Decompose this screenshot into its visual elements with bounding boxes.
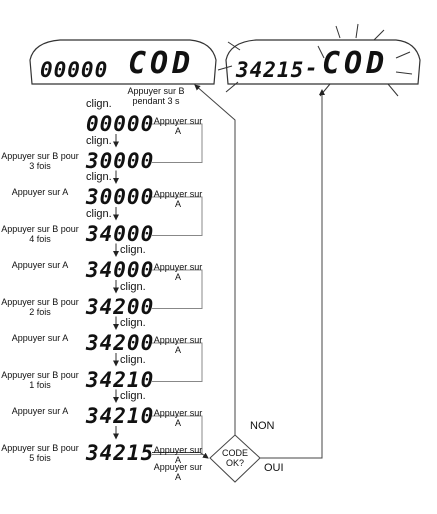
right-step-label: Appuyer sur A <box>153 262 203 282</box>
decision-line2: OK? <box>225 458 244 468</box>
loop-bracket <box>152 123 203 163</box>
clign-label: clign. <box>120 317 146 329</box>
decision-text: CODE OK? <box>215 448 255 468</box>
answer-yes: OUI <box>264 462 284 474</box>
clign-label: clign. <box>120 244 146 256</box>
row-display: 34000 <box>86 258 155 282</box>
row-display: 00000 <box>86 112 155 136</box>
top-right-dash: - <box>305 56 319 80</box>
row-display: 34210 <box>86 404 155 428</box>
yes-path-line <box>260 89 325 459</box>
clign-label: clign. <box>120 353 146 366</box>
display-frame-left <box>29 39 217 85</box>
row-display: 34200 <box>86 294 155 319</box>
row-display: 34000 <box>86 221 155 246</box>
top-right-code: COD <box>322 46 389 81</box>
right-step-label: Appuyer sur A <box>153 444 203 465</box>
left-step-label: Appuyer sur A <box>11 187 69 197</box>
left-step-label: Appuyer sur A <box>11 406 69 416</box>
clign-label: clign. <box>86 171 112 183</box>
bottom-right-label: Appuyer sur A <box>153 462 203 482</box>
row-display: 30000 <box>86 148 155 173</box>
clign-label: clign. <box>86 98 112 110</box>
loop-bracket <box>152 415 203 455</box>
decision-line1: CODE <box>221 448 248 458</box>
clign-label: clign. <box>86 207 112 220</box>
row-display: 30000 <box>86 185 155 209</box>
clign-label: clign. <box>120 280 146 293</box>
right-step-label: Appuyer sur A <box>153 189 203 209</box>
left-step-label: Appuyer sur B pour 5 fois <box>1 442 79 463</box>
right-step-label: Appuyer sur A <box>153 335 203 355</box>
top-left-value: 00000 <box>40 58 109 82</box>
to-decision-line <box>152 452 209 459</box>
display-frame-right <box>225 39 421 85</box>
decision-diamond <box>209 434 261 483</box>
row-display: 34210 <box>86 367 155 392</box>
start-label: Appuyer sur B pendant 3 s <box>127 86 185 106</box>
top-right-value: 34215 <box>236 58 305 82</box>
loop-bracket <box>152 269 203 309</box>
left-step-label: Appuyer sur B pour 3 fois <box>1 150 79 171</box>
flash-rays <box>217 23 413 97</box>
row-display: 34215 <box>86 440 155 465</box>
left-step-label: Appuyer sur B pour 1 fois <box>1 369 79 390</box>
left-step-label: Appuyer sur B pour 2 fois <box>1 296 79 317</box>
loop-bracket <box>152 196 203 236</box>
right-step-label: Appuyer sur A <box>153 116 203 136</box>
clign-label: clign. <box>86 134 112 147</box>
row-display: 34200 <box>86 331 155 355</box>
loop-bracket <box>152 342 203 382</box>
right-step-label: Appuyer sur A <box>153 408 203 428</box>
top-left-code: COD <box>128 46 195 81</box>
no-path-line <box>194 84 236 458</box>
answer-no: NON <box>250 420 275 432</box>
left-step-label: Appuyer sur A <box>11 333 69 343</box>
left-step-label: Appuyer sur B pour 4 fois <box>1 223 79 244</box>
clign-label: clign. <box>120 390 146 402</box>
left-step-label: Appuyer sur A <box>11 260 69 270</box>
